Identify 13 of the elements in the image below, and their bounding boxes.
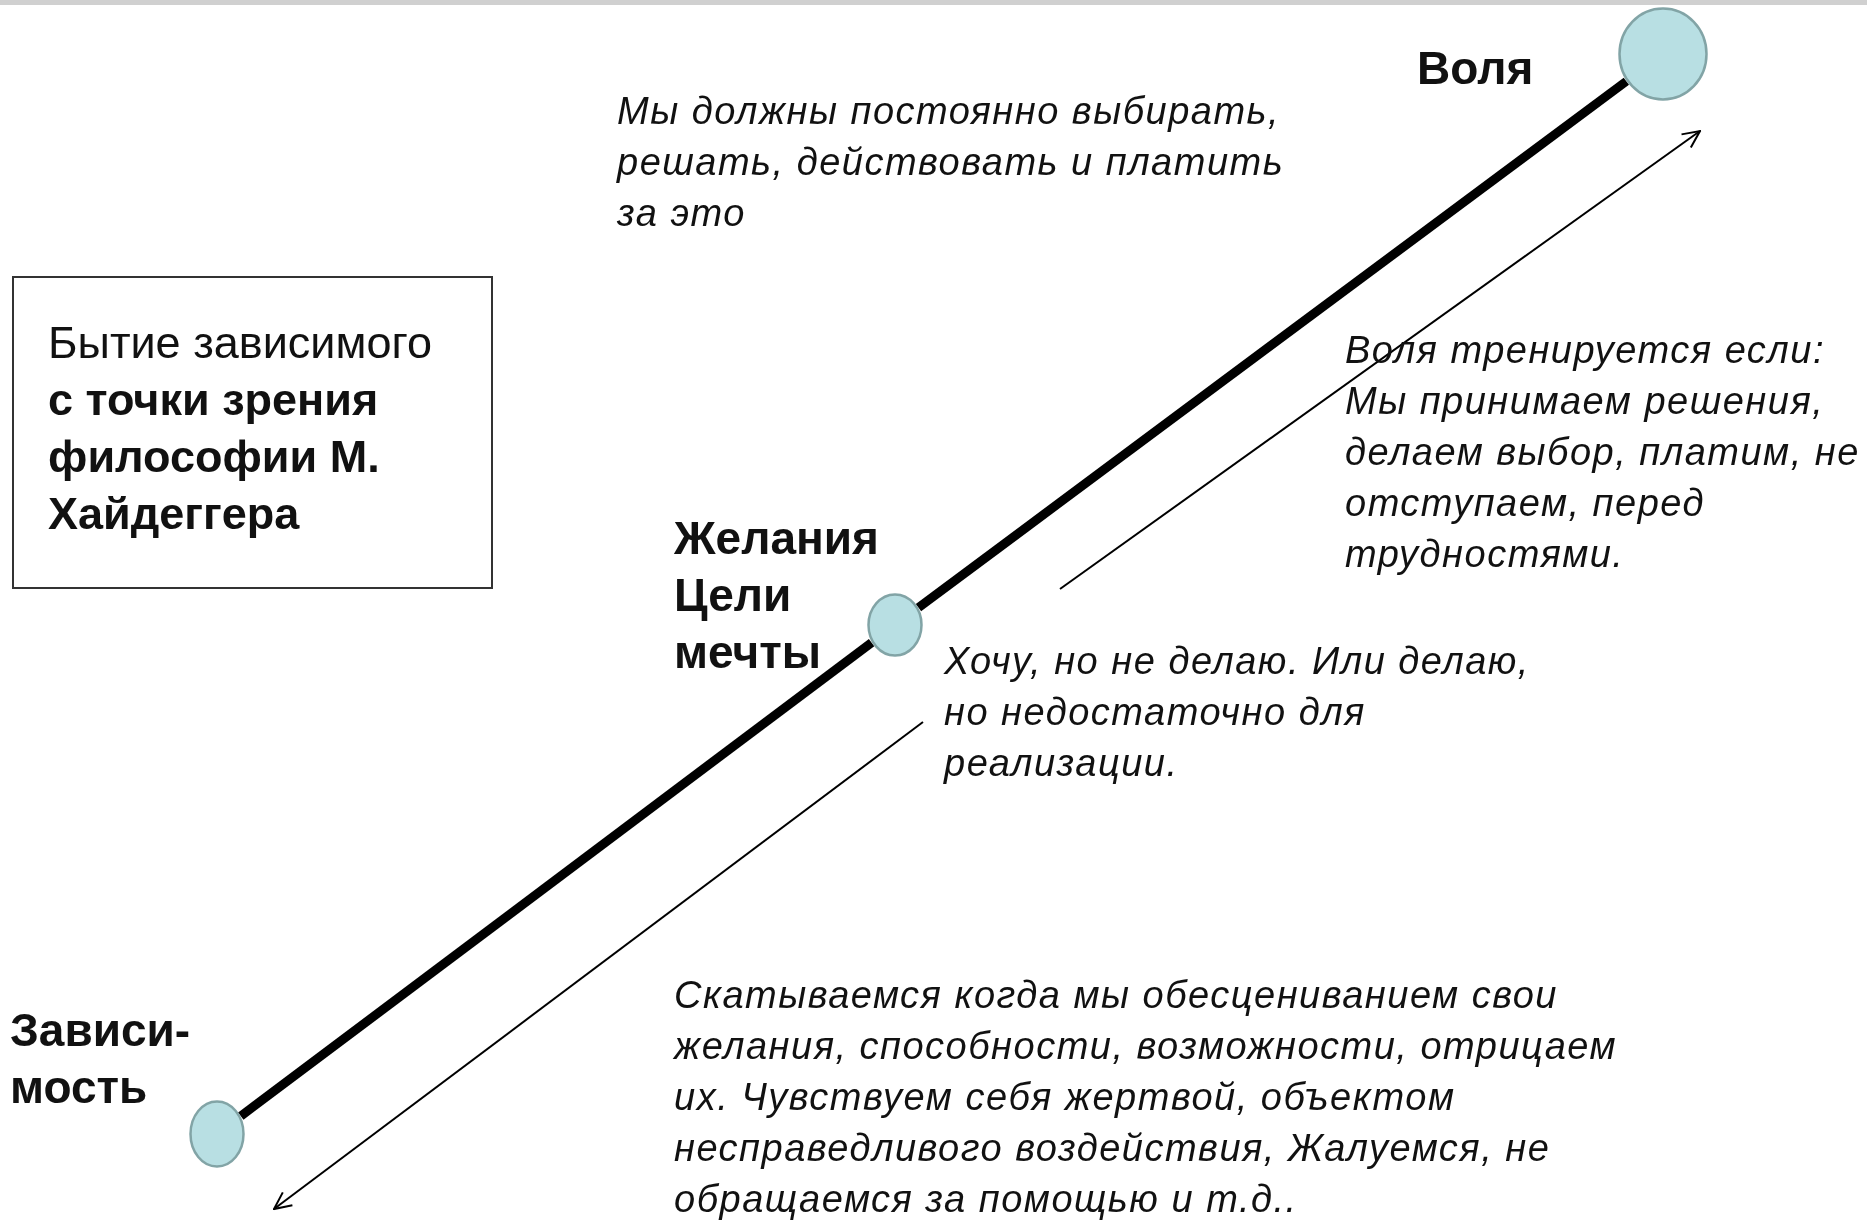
- circle-marker: [867, 593, 923, 657]
- note-text: Скатываемся когда мы обесцениванием свои желания, способности, возможности, отрицаем их. Чувствуем себя жертвой, объектом несправедливого воздействия, Жалуемся, не обращаемся за помощью и т.д..: [674, 973, 1619, 1222]
- circle-marker: [1618, 7, 1708, 101]
- box-text: Бытие зависимого с точки зрения философии М. Хайдеггера: [48, 316, 433, 541]
- connector-line: [238, 638, 875, 1120]
- node-caption: Желания Цели мечты: [674, 511, 874, 680]
- connector-line: [915, 77, 1630, 612]
- node-caption: Воля: [1417, 41, 1535, 96]
- note-text: Мы должны постоянно выбирать, решать, действовать и платить за это: [617, 89, 1286, 236]
- text-box: [12, 276, 493, 589]
- circle-marker: [189, 1100, 245, 1168]
- node-caption: Зависи- мость: [10, 1003, 192, 1115]
- note-text: Хочу, но не делаю. Или делаю, но недостаточно для реализации.: [944, 639, 1531, 786]
